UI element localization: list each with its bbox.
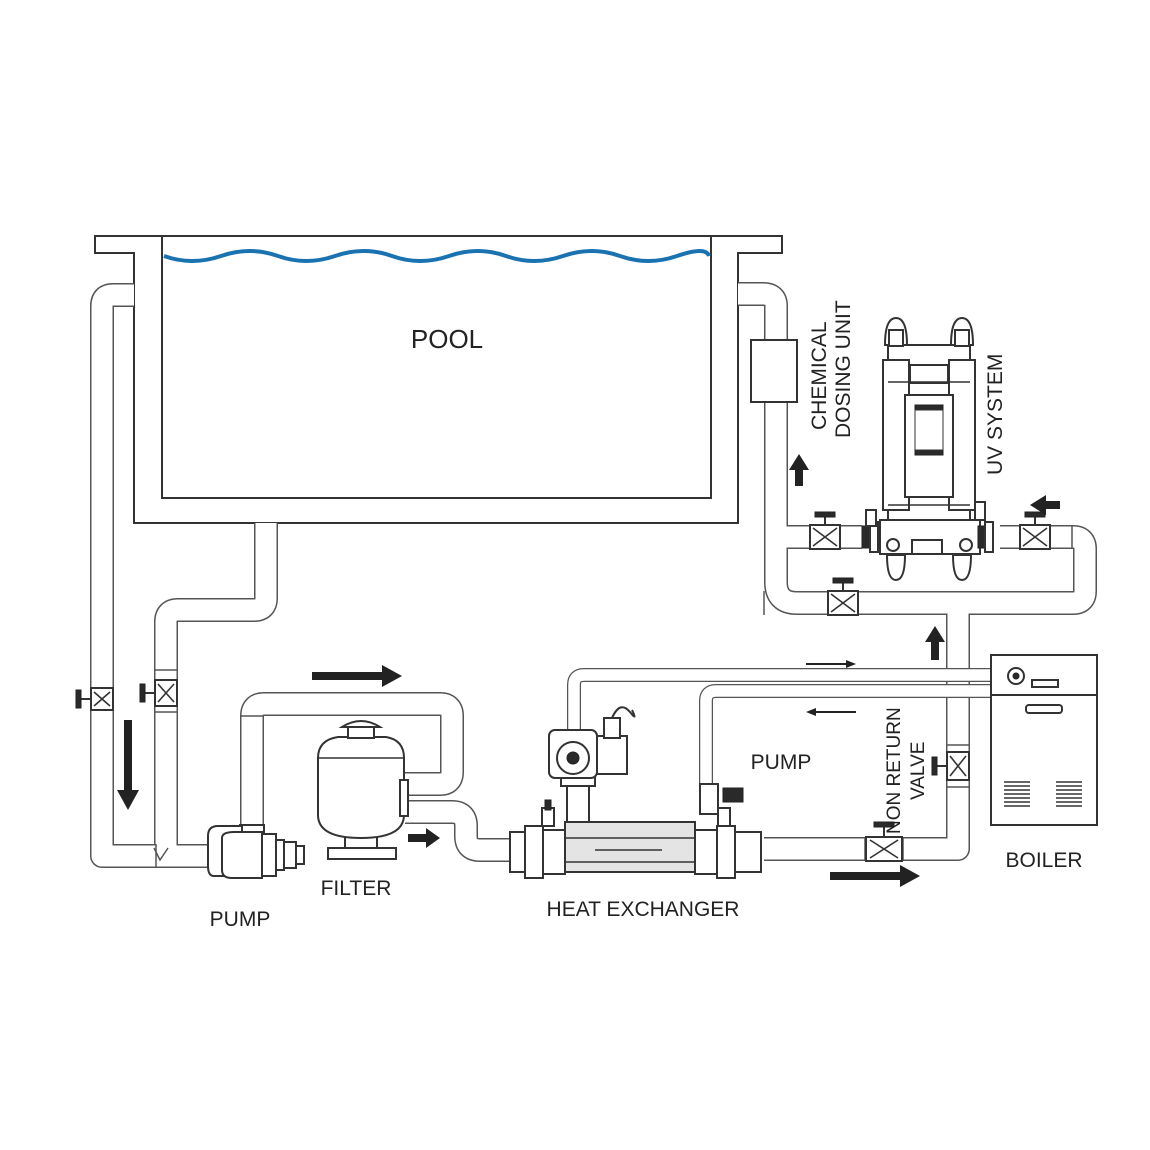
pump-left <box>207 824 305 879</box>
non-return-valve-label-line2: VALVE <box>908 742 929 800</box>
non-return-valve-icon <box>865 821 903 862</box>
valve-icon <box>75 687 114 711</box>
valve-icon <box>827 577 859 616</box>
uv-system-label: UV SYSTEM <box>984 354 1007 475</box>
valve-icon <box>809 511 841 550</box>
boiler <box>990 654 1098 826</box>
heat-exchanger-label: HEAT EXCHANGER <box>547 898 740 921</box>
chemical-dosing-label-line2: DOSING UNIT <box>832 300 855 438</box>
pump-right-label: PUMP <box>751 751 812 774</box>
valve-icon <box>1019 511 1051 550</box>
pool-label: POOL <box>411 324 483 354</box>
chemical-dosing-label-line1: CHEMICAL <box>808 321 831 430</box>
valve-icon <box>139 679 178 707</box>
valve-icon <box>931 751 970 781</box>
heat-exchanger <box>509 783 762 879</box>
chemical-dosing-unit <box>750 339 798 403</box>
uv-system <box>861 316 994 582</box>
pool <box>94 235 783 524</box>
pump-left-label: PUMP <box>210 908 271 931</box>
pool-water-surface <box>163 249 711 263</box>
non-return-valve-label-line1: NON RETURN <box>884 707 905 834</box>
boiler-label: BOILER <box>1005 849 1082 872</box>
filter <box>317 720 409 860</box>
arrow-icon <box>117 454 1060 887</box>
boiler-pipes <box>567 668 991 790</box>
filter-label: FILTER <box>321 877 392 900</box>
pump-right <box>548 706 636 823</box>
